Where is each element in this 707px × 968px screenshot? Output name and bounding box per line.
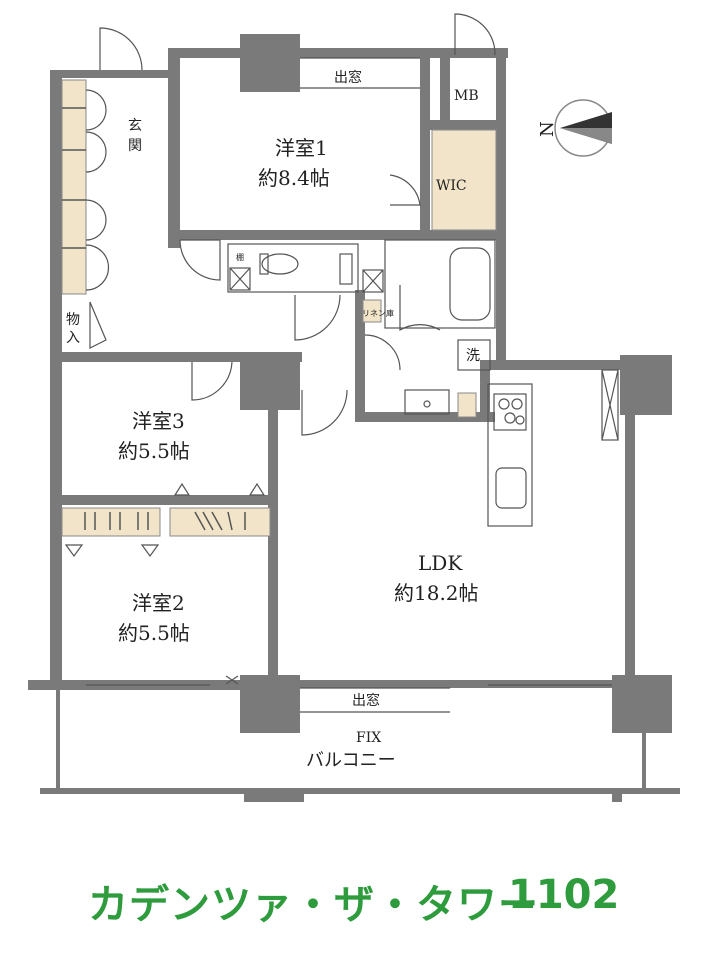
room-labels: 玄 関 洋室1 約8.4帖 WIC MB 出窓 棚 リネン庫 洗 物 入 洋室3…	[66, 69, 480, 771]
shelf-label: 棚	[236, 252, 244, 262]
balcony-label: バルコニー	[306, 750, 396, 771]
bottom-window-label: 出窓	[352, 692, 380, 709]
doors	[85, 13, 496, 436]
building-name: カデンツァ・ザ・タワー	[88, 882, 539, 928]
genkan-label-2: 関	[128, 138, 142, 154]
walls	[28, 34, 680, 802]
wic-label: WIC	[436, 178, 467, 194]
linen-label: リネン庫	[362, 308, 394, 318]
compass-north-label: N	[537, 121, 558, 137]
mb-label: MB	[454, 88, 479, 104]
storage-label-2: 入	[66, 330, 80, 346]
genkan-label-1: 玄	[128, 117, 142, 134]
ldk-name: LDK	[418, 551, 463, 575]
top-window-label: 出窓	[334, 69, 362, 86]
ldk-size: 約18.2帖	[394, 581, 479, 605]
western1-size: 約8.4帖	[258, 166, 330, 190]
western2-name: 洋室2	[132, 591, 185, 615]
western2-size: 約5.5帖	[118, 621, 190, 645]
fix-label: FIX	[356, 730, 381, 746]
windows	[86, 57, 612, 713]
fixtures	[64, 239, 619, 685]
western3-size: 約5.5帖	[118, 439, 190, 463]
wash-label: 洗	[466, 348, 480, 364]
storage-label-1: 物	[66, 312, 80, 328]
western1-name: 洋室1	[275, 136, 328, 160]
western3-name: 洋室3	[132, 409, 185, 433]
unit-number: 1102	[508, 872, 620, 918]
floor-plan: N 玄 関 洋室1 約8.4帖 WIC MB 出窓 棚 リネン庫 洗 物 入 洋…	[28, 13, 680, 802]
building-caption: カデンツァ・ザ・タワー 1102	[0, 872, 707, 942]
compass: N	[537, 99, 612, 157]
closet-markings	[62, 107, 246, 531]
closets	[61, 79, 497, 537]
